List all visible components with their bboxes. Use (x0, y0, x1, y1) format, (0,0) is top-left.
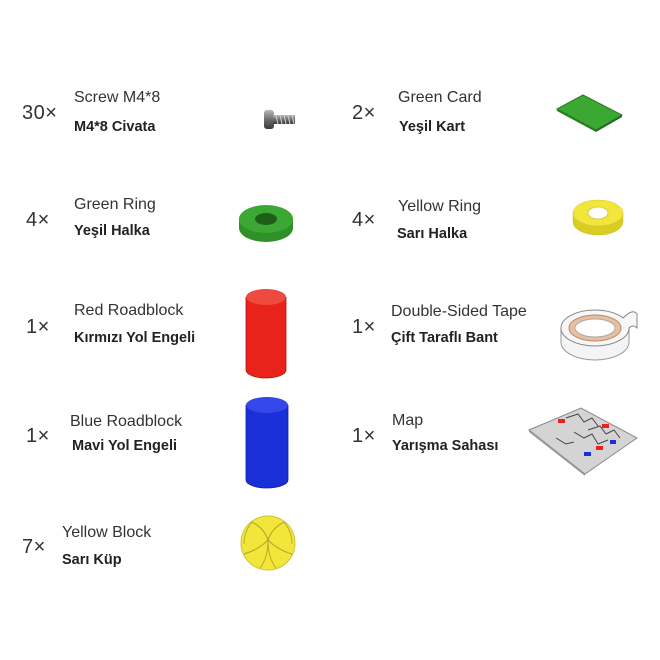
yellow-ring-icon (572, 199, 624, 236)
quantity: 1× (352, 316, 376, 338)
part-name-tr: M4*8 Civata (74, 119, 156, 135)
part-name-tr: Yarışma Sahası (392, 438, 499, 454)
part-name-en: Screw M4*8 (74, 89, 161, 106)
part-name-tr: Yeşil Halka (74, 223, 150, 239)
quantity: 1× (26, 316, 50, 338)
part-name-en: Red Roadblock (74, 302, 184, 319)
quantity: 2× (352, 102, 376, 124)
quantity: 1× (26, 425, 50, 447)
quantity: 30× (22, 102, 58, 124)
part-name-en: Green Ring (74, 196, 156, 213)
part-name-tr: Mavi Yol Engeli (72, 438, 178, 454)
quantity: 1× (352, 425, 376, 447)
part-name-tr: Sarı Halka (397, 226, 468, 242)
red-roadblock-icon (245, 289, 287, 379)
quantity: 4× (352, 209, 376, 231)
part-name-en: Yellow Block (62, 524, 152, 541)
blue-roadblock-icon (245, 397, 289, 489)
screw-icon (264, 110, 295, 129)
quantity: 4× (26, 209, 50, 231)
part-name-en: Blue Roadblock (70, 413, 183, 430)
part-name-en: Yellow Ring (398, 198, 482, 215)
green-ring-icon (239, 205, 293, 242)
green-card-icon (555, 94, 624, 132)
part-name-tr: Çift Taraflı Bant (391, 330, 498, 346)
map-icon (528, 407, 638, 476)
part-name-en: Map (392, 412, 424, 429)
yellow-block-icon (240, 515, 296, 571)
tape-icon (560, 309, 638, 361)
part-name-tr: Sarı Küp (62, 552, 122, 568)
part-name-en: Double-Sided Tape (391, 303, 527, 320)
part-name-tr: Yeşil Kart (399, 119, 466, 135)
part-name-en: Green Card (398, 89, 482, 106)
part-name-tr: Kırmızı Yol Engeli (74, 330, 196, 346)
quantity: 7× (22, 536, 46, 558)
